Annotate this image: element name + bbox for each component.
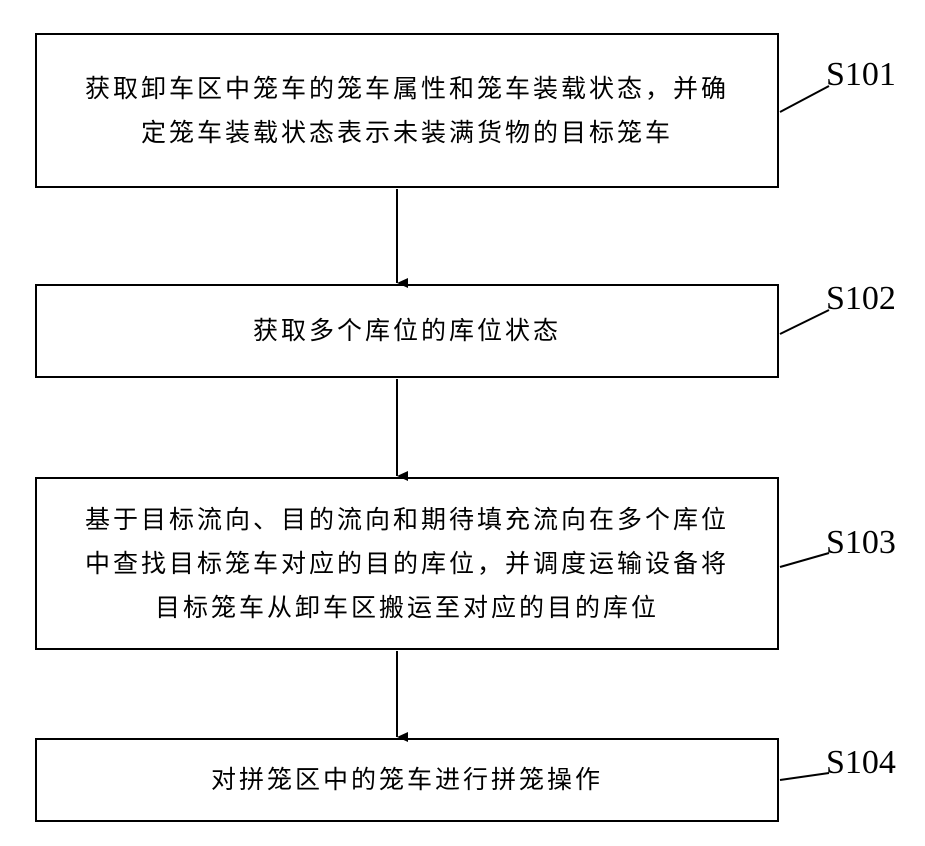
step-text-line: 定笼车装载状态表示未装满货物的目标笼车 bbox=[85, 111, 729, 155]
leader-line-s103 bbox=[780, 553, 829, 567]
step-box-s102: 获取多个库位的库位状态 bbox=[35, 284, 779, 378]
step-label-s103: S103 bbox=[826, 526, 896, 560]
step-box-s101: 获取卸车区中笼车的笼车属性和笼车装载状态，并确 定笼车装载状态表示未装满货物的目… bbox=[35, 33, 779, 188]
step-label-s102: S102 bbox=[826, 282, 896, 316]
leader-line-s102 bbox=[780, 310, 829, 334]
step-label-s104: S104 bbox=[826, 746, 896, 780]
step-text-line: 获取卸车区中笼车的笼车属性和笼车装载状态，并确 bbox=[85, 67, 729, 111]
step-label-s101: S101 bbox=[826, 58, 896, 92]
step-box-s104: 对拼笼区中的笼车进行拼笼操作 bbox=[35, 738, 779, 822]
leader-line-s101 bbox=[780, 86, 829, 112]
step-text-line: 中查找目标笼车对应的目的库位，并调度运输设备将 bbox=[85, 542, 729, 586]
leader-line-s104 bbox=[780, 773, 829, 780]
step-text-line: 对拼笼区中的笼车进行拼笼操作 bbox=[211, 758, 603, 802]
step-text-line: 获取多个库位的库位状态 bbox=[253, 309, 561, 353]
step-box-s103: 基于目标流向、目的流向和期待填充流向在多个库位 中查找目标笼车对应的目的库位，并… bbox=[35, 477, 779, 650]
step-text-line: 基于目标流向、目的流向和期待填充流向在多个库位 bbox=[85, 498, 729, 542]
step-text-line: 目标笼车从卸车区搬运至对应的目的库位 bbox=[85, 586, 729, 630]
